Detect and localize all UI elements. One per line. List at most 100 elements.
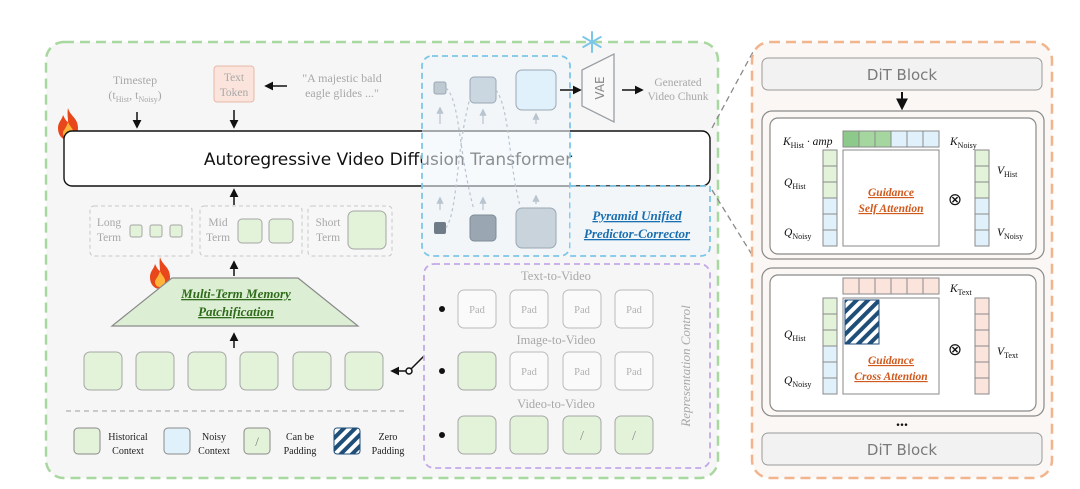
- generated-label: Generated Video Chunk: [648, 77, 709, 103]
- svg-text:Generated: Generated: [654, 77, 701, 89]
- multiply-icon: ⊗: [948, 190, 962, 210]
- svg-text:DiT Block: DiT Block: [867, 441, 938, 459]
- self-attention-title: Guidance Self Attention: [858, 187, 923, 215]
- patchification-title: Multi-Term Memory Patchification: [180, 286, 291, 319]
- legend-zero-padding-swatch: [333, 427, 361, 455]
- pyramid-token: [469, 76, 497, 104]
- pyramid-title: Pyramid Unified Predictor-Corrector: [584, 208, 691, 241]
- q-noisy-label: QNoisy: [784, 227, 811, 241]
- svg-text:Video Chunk: Video Chunk: [648, 91, 709, 103]
- pyramid-token: [469, 214, 497, 242]
- text-token-label: Text: [224, 72, 245, 84]
- self-attention-matrix: [842, 149, 940, 247]
- k-text-label: KText: [949, 283, 973, 297]
- q-column-self: [822, 149, 838, 247]
- svg-text:Padding: Padding: [372, 446, 405, 457]
- v-column-cross: [974, 297, 990, 395]
- memory-terms: Long Term Mid Term Short Term: [89, 205, 393, 257]
- svg-text:eagle glides ...": eagle glides ...": [305, 86, 379, 100]
- svg-text:DiT Block: DiT Block: [867, 66, 938, 84]
- svg-text:Pad: Pad: [521, 305, 538, 316]
- dit-block-top: [761, 57, 1043, 91]
- vae-block: [581, 52, 615, 124]
- svg-text:Pad: Pad: [521, 367, 538, 378]
- v-noisy-label: VNoisy: [997, 227, 1023, 241]
- vae-label: VAE: [593, 76, 607, 99]
- legend: Historical Context Noisy Context / Can b…: [73, 427, 405, 457]
- legend-historical-swatch: [73, 427, 101, 455]
- representation-control-region: [423, 263, 711, 469]
- zero-padding-region: [844, 299, 880, 345]
- svg-text:Pad: Pad: [626, 367, 643, 378]
- representation-control-label: Representation Control: [678, 305, 693, 428]
- v-hist-label: VHist: [997, 165, 1018, 179]
- switch-icon: [390, 355, 425, 376]
- i2v-label: Image-to-Video: [516, 333, 595, 347]
- patchification-block: [110, 277, 360, 327]
- svg-text:Pad: Pad: [574, 367, 591, 378]
- svg-text:Context: Context: [198, 446, 230, 457]
- svg-text:Term: Term: [97, 232, 121, 244]
- legend-noisy-swatch: [163, 427, 191, 455]
- pyramid-token: [433, 81, 447, 95]
- ellipsis: ...: [896, 413, 908, 430]
- timestep-label: Timestep (tHist, tNoisy): [108, 73, 161, 104]
- svg-text:Guidance: Guidance: [868, 355, 914, 367]
- k-hist-amp-label: KHist · amp: [782, 136, 833, 150]
- pyramid-token: [515, 207, 557, 249]
- multiply-icon: ⊗: [948, 340, 962, 360]
- t2v-label: Text-to-Video: [521, 269, 591, 283]
- k-noisy-label: KNoisy: [949, 136, 977, 150]
- q-noisy-label-cross: QNoisy: [784, 375, 811, 389]
- svg-text:Patchification: Patchification: [198, 304, 274, 319]
- pyramid-token: [434, 222, 446, 234]
- historical-context-row: [83, 351, 384, 391]
- snowflake-icon: [582, 31, 602, 53]
- svg-text:Self Attention: Self Attention: [858, 203, 923, 215]
- svg-text:/: /: [632, 429, 636, 444]
- svg-text:Pyramid Unified: Pyramid Unified: [592, 208, 682, 223]
- v-column-self: [974, 149, 990, 247]
- cross-attention-title: Guidance Cross Attention: [854, 355, 927, 383]
- svg-text:Term: Term: [316, 232, 340, 244]
- k-row-cross: [842, 277, 940, 295]
- fire-icon: [150, 257, 170, 289]
- dit-block-bottom: [761, 432, 1043, 466]
- svg-text:Guidance: Guidance: [868, 187, 914, 199]
- left-panel: [44, 40, 720, 480]
- svg-text:Cross Attention: Cross Attention: [854, 371, 927, 383]
- svg-text:Context: Context: [112, 446, 144, 457]
- text-token-box: [213, 65, 255, 103]
- svg-text:/: /: [255, 434, 259, 449]
- svg-text:Predictor-Corrector: Predictor-Corrector: [584, 226, 691, 241]
- pyramid-token: [515, 69, 557, 111]
- v2v-label: Video-to-Video: [517, 397, 595, 411]
- svg-text:Noisy: Noisy: [202, 432, 226, 443]
- svg-text:(tHist, tNoisy): (tHist, tNoisy): [108, 88, 161, 104]
- svg-text:Short: Short: [316, 217, 342, 229]
- svg-text:Pad: Pad: [626, 305, 643, 316]
- q-column-cross: [822, 297, 838, 395]
- svg-text:Timestep: Timestep: [113, 73, 157, 87]
- prompt-text: "A majestic bald eagle glides ...": [302, 71, 382, 100]
- k-row-self: [842, 130, 940, 148]
- v-text-label: VText: [997, 346, 1019, 360]
- i2v-row: Pad Pad Pad: [457, 351, 654, 391]
- svg-text:/: /: [580, 429, 584, 444]
- i2v-bullet: [439, 368, 445, 374]
- svg-text:Pad: Pad: [574, 305, 591, 316]
- q-hist-label: QHist: [784, 177, 806, 191]
- q-hist-label-cross: QHist: [784, 329, 806, 343]
- svg-text:Can be: Can be: [286, 432, 315, 443]
- v2v-row: / /: [457, 415, 654, 455]
- svg-text:Zero: Zero: [379, 432, 398, 443]
- t2v-row: Pad Pad Pad Pad: [457, 289, 654, 329]
- svg-text:Long: Long: [97, 217, 122, 229]
- svg-text:Term: Term: [206, 232, 230, 244]
- svg-text:Multi-Term Memory: Multi-Term Memory: [180, 286, 291, 301]
- svg-text:Historical: Historical: [108, 432, 148, 443]
- t2v-bullet: [439, 306, 445, 312]
- svg-text:Pad: Pad: [469, 305, 486, 316]
- legend-padding-swatch: [243, 427, 271, 455]
